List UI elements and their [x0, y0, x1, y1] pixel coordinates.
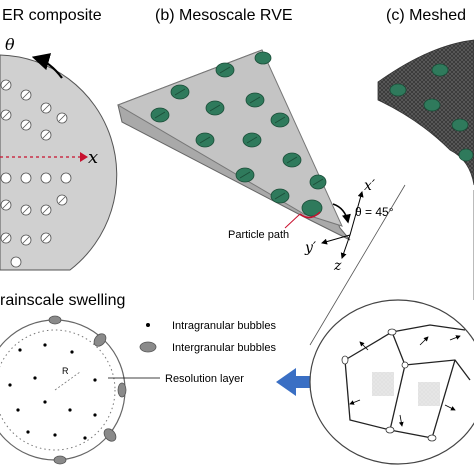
z-axis: [340, 234, 351, 259]
transfer-arrow: [276, 368, 332, 396]
rve-top-face: [116, 49, 343, 227]
theta-value-label: θ = 45°: [355, 205, 394, 219]
y-prime-axis: [321, 234, 351, 245]
panel-d: rainscale swelling R Intragranular bubbl…: [0, 292, 276, 465]
panel-c: (c) Meshed: [309, 7, 474, 346]
intergranular-bubbles: [48, 315, 127, 465]
particle-path-label: Particle path: [228, 229, 289, 241]
legend-intra-marker: [146, 323, 150, 327]
y-prime-label: y′: [304, 240, 317, 256]
panel-b-title: (b) Mesoscale RVE: [155, 7, 293, 24]
zoom-line-left: [309, 184, 406, 346]
theta-arc: [332, 203, 351, 224]
z-label: z: [333, 258, 342, 274]
grain-outer: [0, 319, 126, 461]
grain-dot-grids: [372, 372, 440, 406]
panel-b: (b) Mesoscale RVE Particle path x′ y′ z: [116, 7, 394, 274]
panel-c-title: (c) Meshed: [386, 7, 466, 24]
microstructure-panel: [309, 299, 474, 465]
panel-a: ER composite x θ: [0, 7, 118, 271]
theta-label: θ: [5, 35, 15, 54]
radius-label: R: [62, 366, 69, 376]
panel-a-title: ER composite: [2, 7, 102, 24]
meshed-particles: [389, 63, 474, 162]
intragranular-bubbles: [8, 343, 97, 440]
bubble-arrows: [349, 335, 461, 427]
particle-path-curve: [299, 211, 321, 219]
meshed-rve: [377, 39, 474, 186]
resolution-layer-label: Resolution layer: [165, 373, 244, 385]
radius-line: [54, 371, 81, 391]
particle-path-leader: [284, 213, 301, 229]
grain-inner-dotted: [0, 329, 116, 451]
legend-inter-label: Intergranular bubbles: [172, 342, 276, 354]
x-prime-axis: [349, 191, 364, 236]
boundary-bubbles: [341, 328, 437, 442]
x-axis-label: x: [88, 147, 98, 168]
legend-intra-label: Intragranular bubbles: [172, 320, 276, 332]
panel-d-title: rainscale swelling: [0, 292, 125, 309]
composite-disc: [0, 54, 118, 271]
rotation-arrow: [31, 53, 63, 79]
x-prime-label: x′: [364, 178, 376, 194]
x-arrow-head: [80, 152, 88, 162]
legend-inter-marker: [139, 341, 157, 353]
